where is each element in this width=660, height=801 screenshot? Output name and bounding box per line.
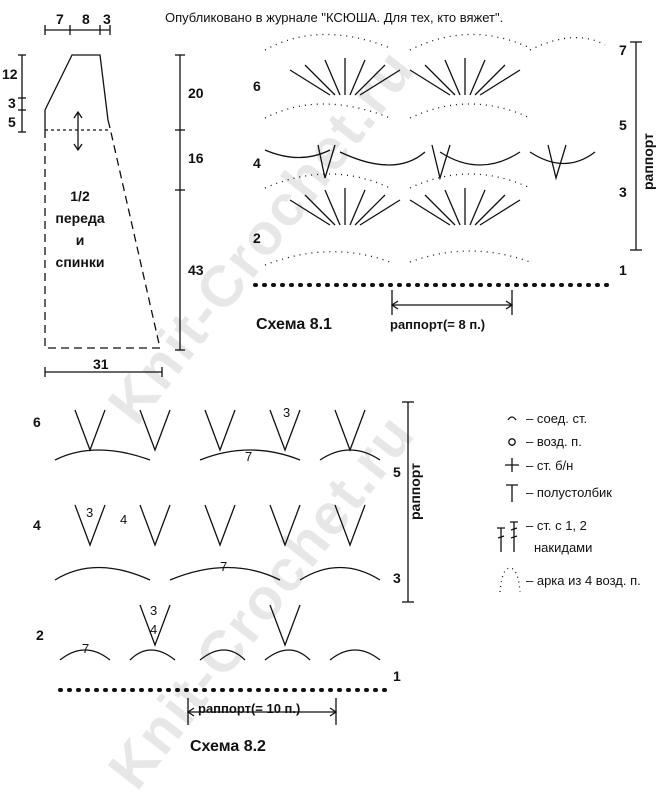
arch-icon [499, 567, 521, 593]
piece-label: 1/2 переда и спинки [48, 185, 112, 273]
schema-8-2-row-4: 4 [33, 517, 41, 533]
schema-8-1-row-3: 3 [619, 184, 627, 200]
double-crochet-icon [497, 521, 518, 552]
legend-chain: – возд. п. [526, 434, 582, 449]
dim-left-3: 3 [8, 95, 16, 111]
arc-number: 7 [220, 559, 228, 574]
garment-top-outline [44, 54, 111, 130]
schema-8-2-row-6: 6 [33, 414, 41, 430]
dim-right-43: 43 [188, 262, 204, 278]
piece-label-line: 1/2 [70, 188, 90, 204]
dim-left-12: 12 [2, 66, 18, 82]
piece-label-line: и [75, 232, 85, 248]
schema-8-1-row-2: 2 [253, 230, 261, 246]
arc-number: 3 [150, 603, 158, 618]
legend-icons [497, 416, 521, 593]
arc-number: 4 [150, 622, 158, 637]
schema-8-2-row-2: 2 [36, 627, 44, 643]
piece-label-line: переда [55, 210, 105, 226]
publication-note: Опубликовано в журнале "КСЮША. Для тех, … [165, 10, 504, 25]
schema-8-1-row-6: 6 [253, 78, 261, 94]
dim-right-20: 20 [188, 85, 204, 101]
legend-half-double: – полустолбик [526, 485, 612, 500]
schema-8-2-row-3: 3 [393, 570, 401, 586]
garment-outline [44, 127, 161, 349]
chain-icon [508, 438, 516, 446]
legend-slip-stitch: – соед. ст. [526, 411, 588, 426]
arc-number: 3 [86, 505, 94, 520]
half-double-icon [506, 484, 518, 502]
dim-left-5: 5 [8, 114, 16, 130]
dim-right-16: 16 [188, 150, 204, 166]
schema-8-2-title: Схема 8.2 [190, 738, 266, 755]
schema-8-2-repeat-label: раппорт(= 10 п.) [198, 701, 301, 716]
dim-top-right: 3 [103, 11, 111, 27]
schema-8-2-row-5: 5 [393, 464, 401, 480]
piece-label-line: спинки [55, 254, 105, 270]
legend-double-crochet: – ст. с 1, 2 [526, 518, 587, 533]
diagram-canvas [18, 25, 642, 725]
arc-number: 4 [120, 512, 128, 527]
schema-8-1-row-7: 7 [619, 42, 627, 58]
schema-8-1-repeat-label: раппорт(= 8 п.) [390, 317, 486, 332]
schema-8-2-chart [54, 401, 414, 725]
schema-8-1-vertical-label: раппорт [640, 132, 656, 190]
schema-8-1-row-4: 4 [253, 155, 261, 171]
slip-stitch-icon [507, 416, 517, 421]
schema-8-1-title: Схема 8.1 [256, 316, 332, 333]
legend-arch: – арка из 4 возд. п. [526, 573, 641, 588]
arc-number: 3 [283, 405, 291, 420]
schema-8-1-row-5: 5 [619, 117, 627, 133]
schema-8-2-row-1: 1 [393, 668, 401, 684]
legend-double-crochet-cont: накидами [534, 540, 593, 555]
dim-bottom: 31 [93, 356, 109, 372]
dim-top-left: 7 [56, 11, 64, 27]
legend-single-crochet: – ст. б/н [526, 458, 574, 473]
single-crochet-icon [505, 458, 519, 472]
arc-number: 7 [82, 641, 90, 656]
schema-8-1-row-1: 1 [619, 262, 627, 278]
schema-8-2-vertical-label: раппорт [407, 462, 423, 520]
dim-top-mid: 8 [82, 11, 90, 27]
arc-number: 7 [245, 449, 253, 464]
schema-8-1-chart [253, 33, 642, 315]
